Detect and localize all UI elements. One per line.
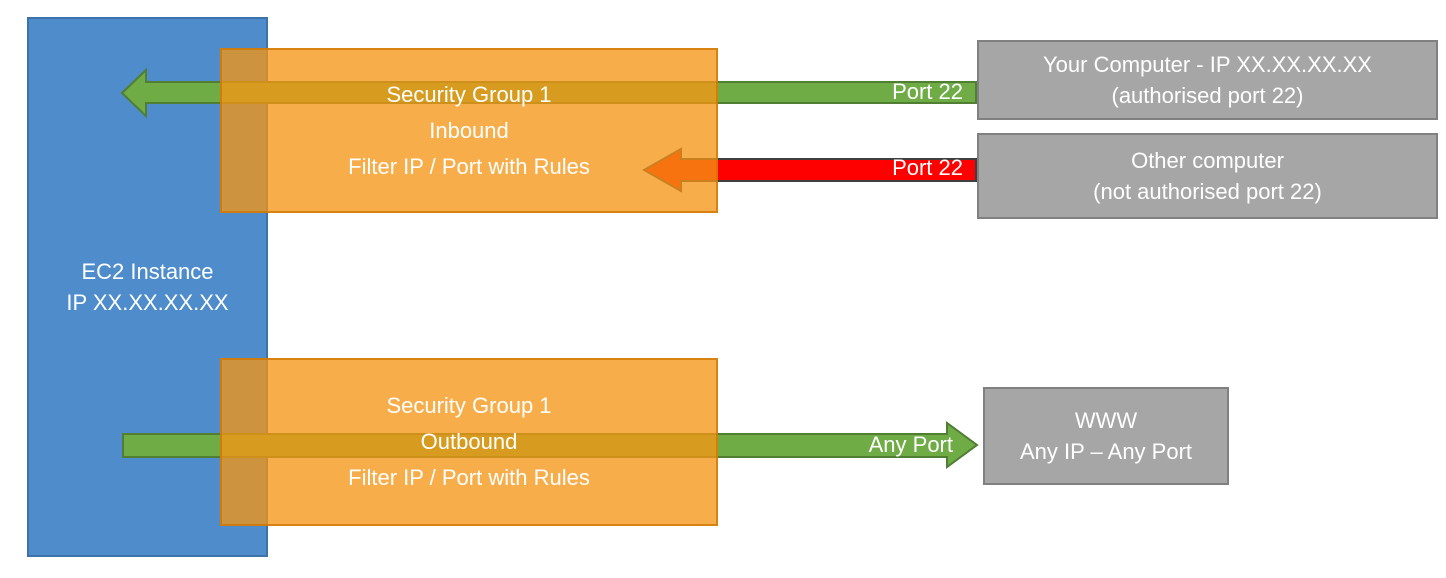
inbound-sg-direction: Inbound <box>429 117 509 143</box>
other-computer-title: Other computer <box>1131 148 1284 173</box>
inbound-security-group-box: Security Group 1 Inbound Filter IP / Por… <box>220 48 718 213</box>
outbound-security-group-box: Security Group 1 Outbound Filter IP / Po… <box>220 358 718 526</box>
ec2-instance-title: EC2 Instance <box>81 259 214 284</box>
inbound-sg-description: Filter IP / Port with Rules <box>348 153 590 179</box>
outbound-sg-title: Security Group 1 <box>386 393 552 418</box>
your-computer-box: Your Computer - IP XX.XX.XX.XX (authoris… <box>977 40 1438 120</box>
outbound-sg-direction: Outbound <box>420 429 518 454</box>
www-subtitle: Any IP – Any Port <box>1019 439 1193 464</box>
inbound-blocked-port-label: Port 22 <box>892 155 963 180</box>
your-computer-title: Your Computer - IP XX.XX.XX.XX <box>1043 52 1372 77</box>
other-computer-subtitle: (not authorised port 22) <box>1093 179 1322 204</box>
inbound-allowed-port-label: Port 22 <box>892 79 963 104</box>
ec2-instance-ip: IP XX.XX.XX.XX <box>66 290 229 315</box>
other-computer-box: Other computer (not authorised port 22) <box>977 133 1438 219</box>
www-box: WWW Any IP – Any Port <box>983 387 1229 485</box>
outbound-port-label: Any Port <box>868 432 953 457</box>
your-computer-subtitle: (authorised port 22) <box>1111 83 1304 108</box>
outbound-sg-description: Filter IP / Port with Rules <box>348 465 590 490</box>
inbound-sg-title: Security Group 1 <box>386 81 552 107</box>
www-title: WWW <box>1074 408 1138 433</box>
